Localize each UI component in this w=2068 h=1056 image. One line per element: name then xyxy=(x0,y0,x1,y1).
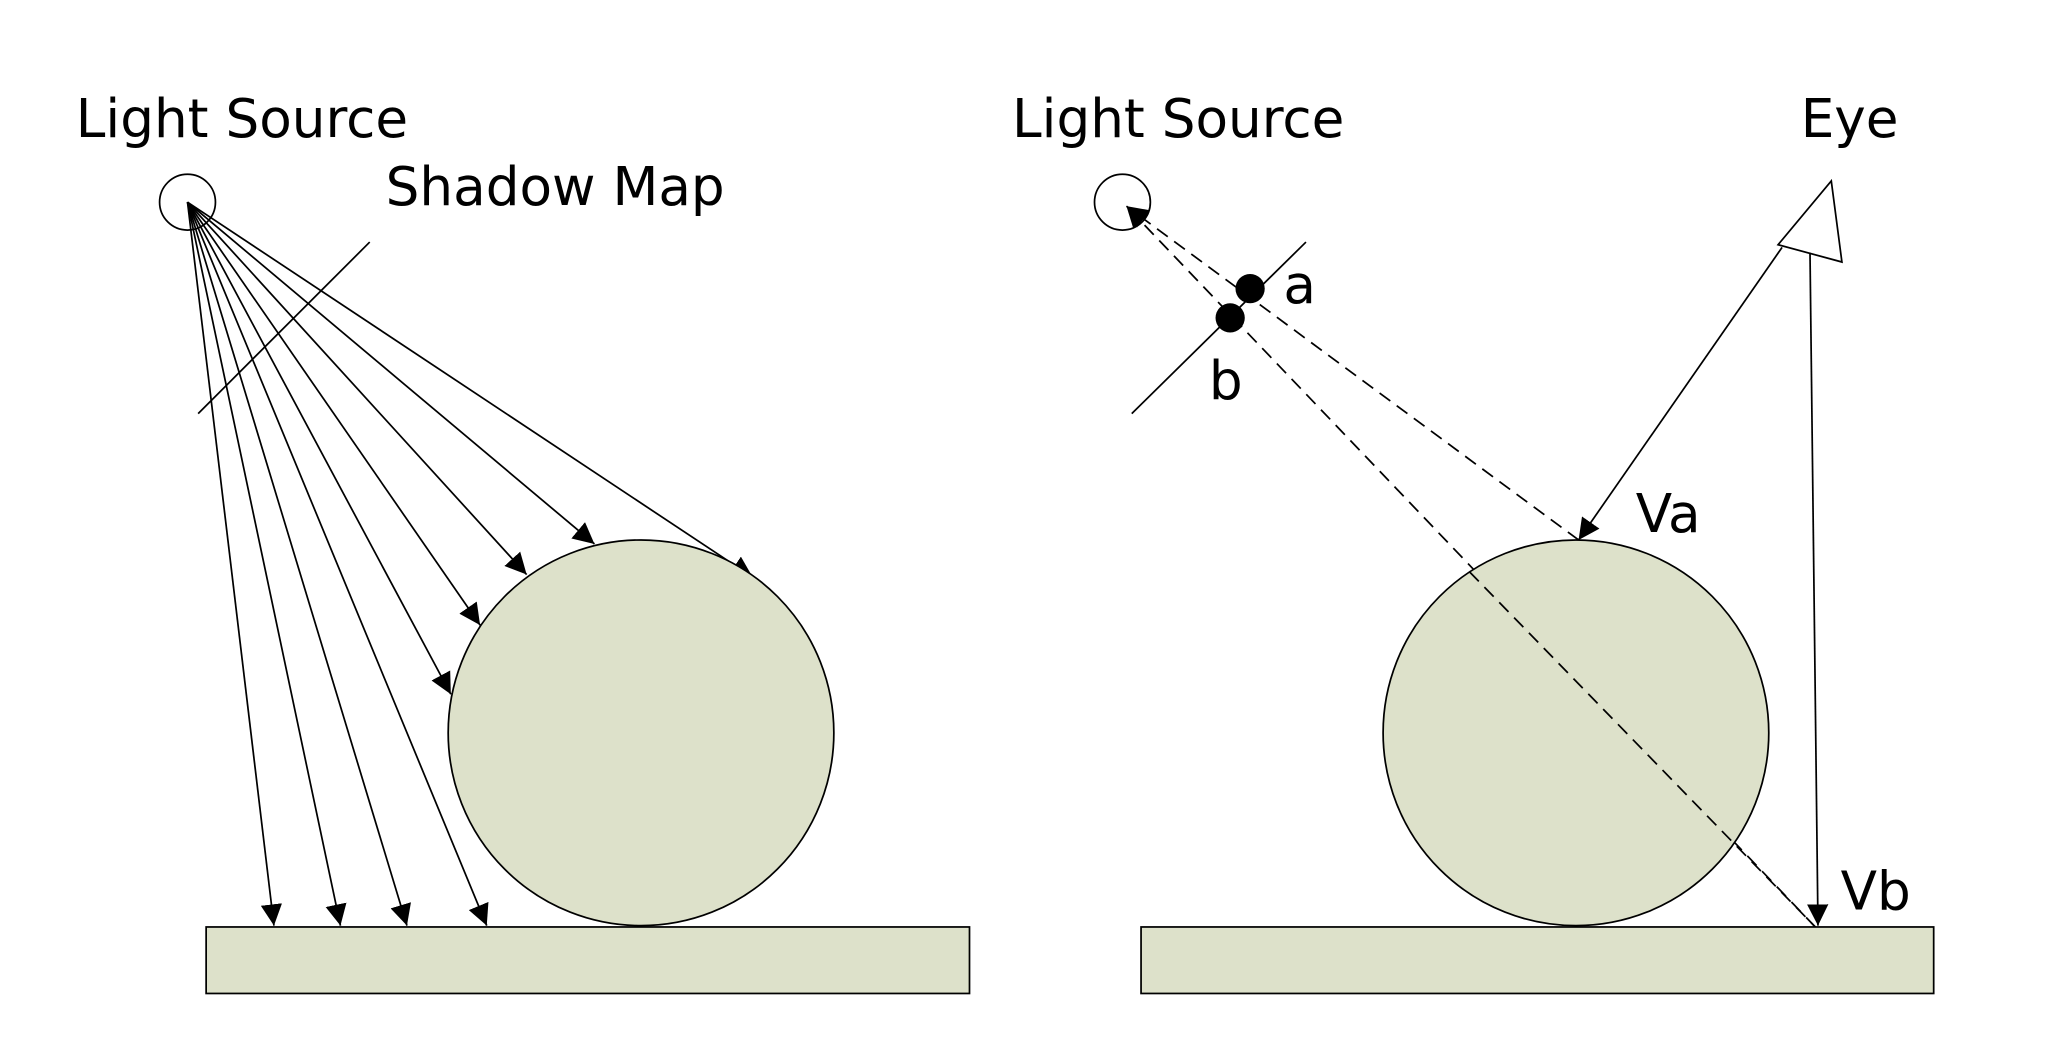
view-ray-va xyxy=(1577,246,1783,541)
light-ray xyxy=(186,201,452,695)
view-ray-vb xyxy=(1807,252,1829,926)
right-ground-plane xyxy=(1140,926,1935,995)
left-ground-plane xyxy=(205,926,971,995)
light-ray xyxy=(186,202,282,926)
light-ray xyxy=(186,201,411,926)
light-ray xyxy=(186,201,481,626)
right-panel: Light Source Eye a b Va Vb xyxy=(1012,88,1935,995)
left-sphere xyxy=(447,539,835,927)
shadow-map-plane xyxy=(197,241,371,415)
right-sphere xyxy=(1382,539,1770,927)
light-ray xyxy=(186,201,596,545)
point-a-label: a xyxy=(1283,254,1316,316)
left-light-source-label: Light Source xyxy=(76,88,408,150)
vb-label: Vb xyxy=(1841,861,1911,923)
right-light-source-label: Light Source xyxy=(1012,88,1344,150)
dashed-ray-through-sphere xyxy=(1468,571,1816,928)
light-ray xyxy=(187,201,754,578)
dashed-ray-va xyxy=(1125,205,1580,541)
va-label: Va xyxy=(1636,483,1701,545)
eye-label: Eye xyxy=(1801,88,1899,150)
light-rays xyxy=(186,201,754,926)
left-light-source-circle xyxy=(158,173,217,231)
eye-icon xyxy=(1776,178,1843,264)
sample-point-a xyxy=(1235,273,1265,304)
left-panel: Light Source Shadow Map xyxy=(76,88,971,995)
light-ray xyxy=(186,201,489,926)
right-light-source-circle xyxy=(1093,173,1152,231)
sample-point-b xyxy=(1215,303,1245,333)
shadow-map-label: Shadow Map xyxy=(386,156,725,218)
point-b-label: b xyxy=(1209,350,1243,412)
light-ray xyxy=(186,201,347,926)
light-ray xyxy=(186,201,528,576)
right-shadow-map-plane xyxy=(1131,241,1307,415)
